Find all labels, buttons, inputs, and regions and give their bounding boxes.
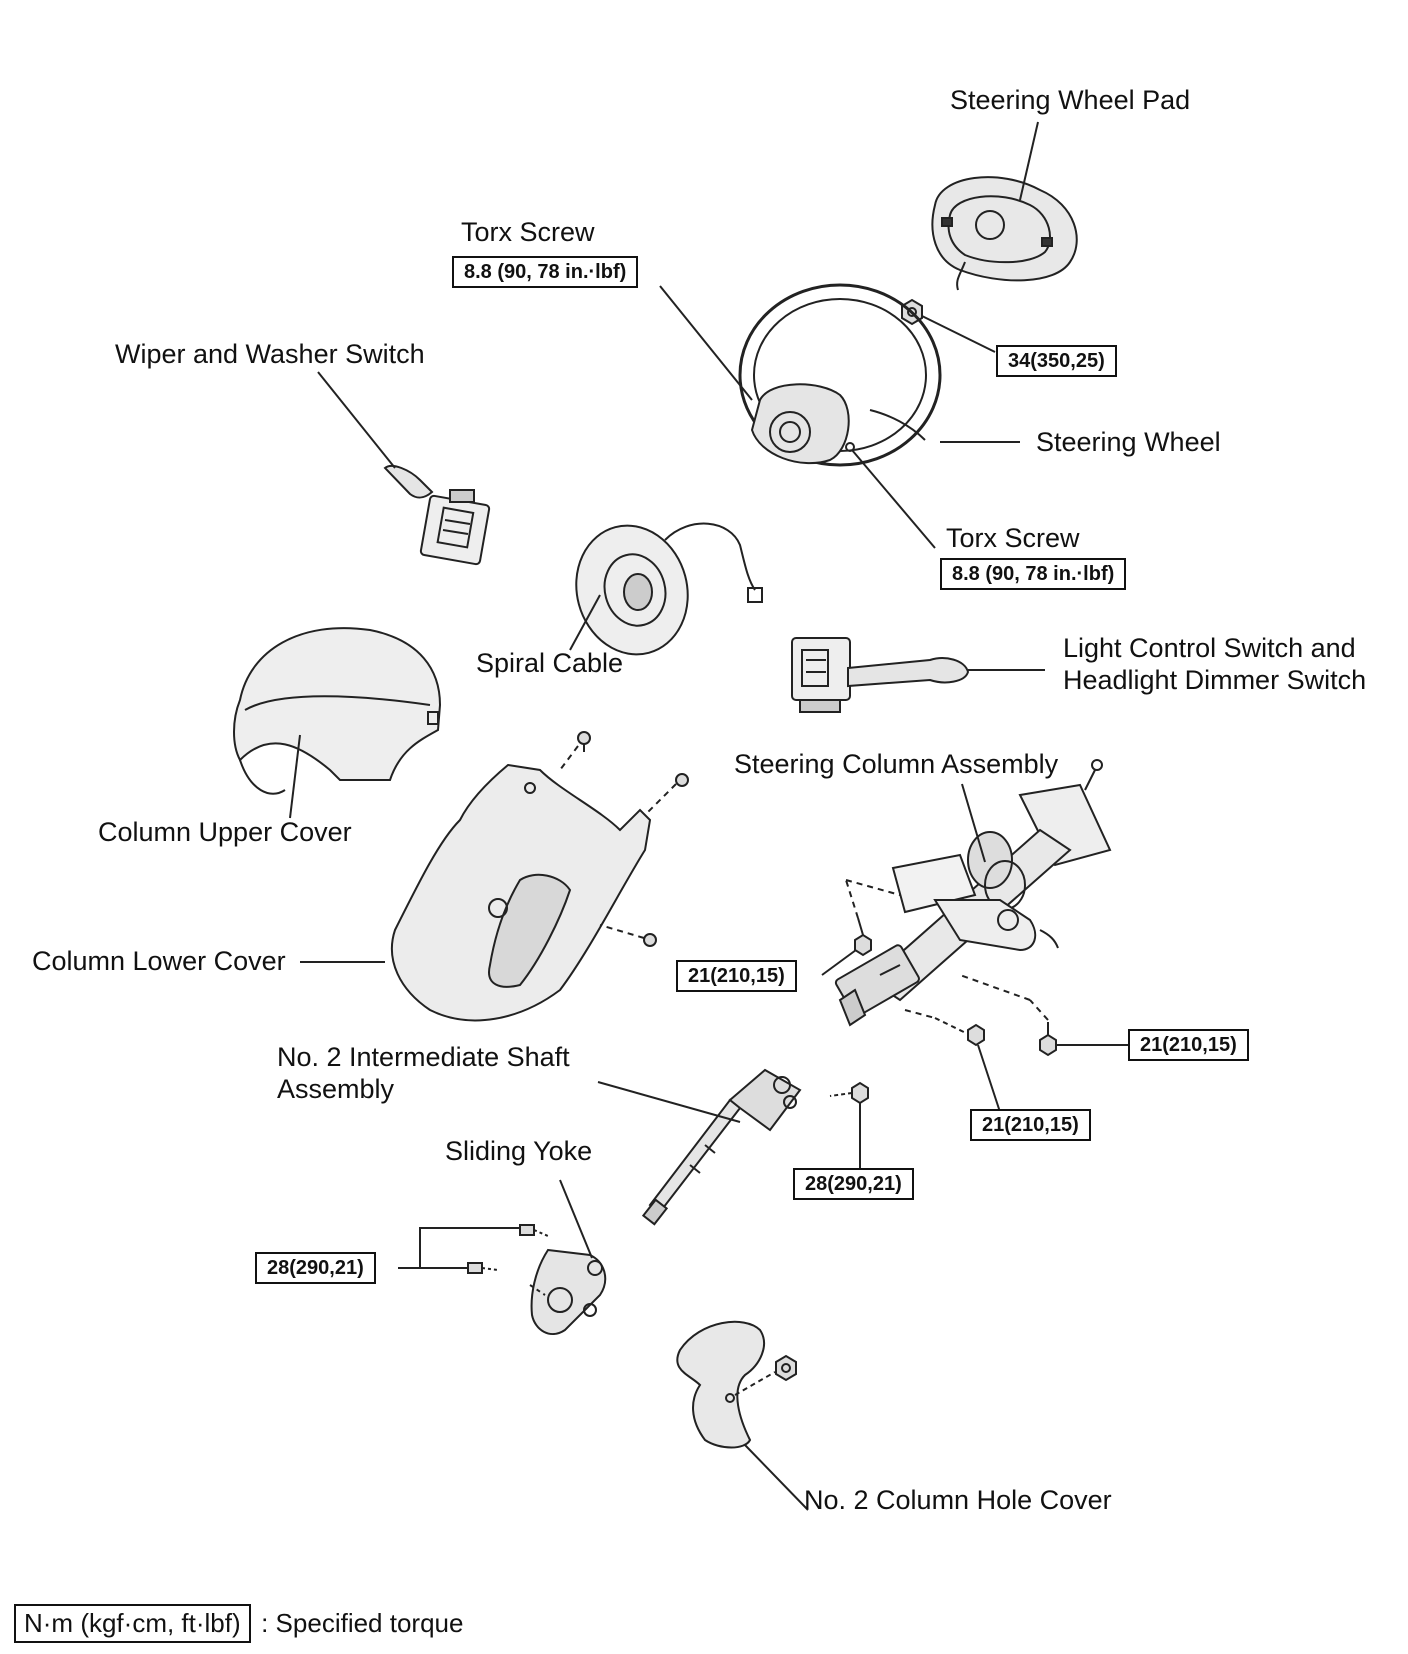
torque-yoke-bolts: 28(290,21) xyxy=(255,1252,376,1284)
torque-column-left: 21(210,15) xyxy=(676,960,797,992)
leader-torx-lower xyxy=(851,449,936,549)
column-hole-cover-part xyxy=(676,1320,776,1449)
torque-column-bottom: 21(210,15) xyxy=(970,1109,1091,1141)
torque-shaft-bolt: 28(290,21) xyxy=(793,1168,914,1200)
label-sliding-yoke: Sliding Yoke xyxy=(445,1136,593,1166)
steering-wheel-pad-part xyxy=(931,176,1078,291)
leader-yoke-bolts xyxy=(398,1227,520,1269)
spiral-cable-part xyxy=(575,522,763,656)
hole-cover-nut xyxy=(775,1354,797,1382)
shaft-bolt xyxy=(829,1081,869,1105)
leader-column-assembly xyxy=(961,783,986,863)
leader-wheel-nut xyxy=(921,315,996,353)
light-control-switch-part xyxy=(791,637,970,713)
label-intermediate-shaft-2: Assembly xyxy=(277,1074,395,1104)
label-column-lower-cover: Column Lower Cover xyxy=(32,946,286,976)
torque-legend: N·m (kgf·cm, ft·lbf) : Specified torque xyxy=(14,1604,463,1643)
leader-steering-wheel-pad xyxy=(1019,121,1039,201)
label-light-control-switch-1: Light Control Switch and xyxy=(1063,633,1356,663)
label-intermediate-shaft-1: No. 2 Intermediate Shaft xyxy=(277,1042,570,1072)
label-column-upper-cover: Column Upper Cover xyxy=(98,817,352,847)
column-lower-cover-part xyxy=(390,763,652,1022)
label-spiral-cable: Spiral Cable xyxy=(476,648,624,678)
torque-wheel-nut: 34(350,25) xyxy=(996,345,1117,377)
leader-intermediate-shaft xyxy=(597,1081,741,1123)
label-torx-screw-lower: Torx Screw xyxy=(946,523,1080,553)
label-column-hole-cover: No. 2 Column Hole Cover xyxy=(804,1485,1112,1515)
wiper-washer-switch-part xyxy=(383,464,491,566)
legend-text: : Specified torque xyxy=(261,1608,464,1638)
column-upper-cover-part xyxy=(233,627,442,795)
steering-column-assembly-part xyxy=(834,759,1112,1027)
label-steering-wheel-pad: Steering Wheel Pad xyxy=(950,85,1191,115)
leader-upper-cover xyxy=(289,734,301,819)
lower-cover-screws xyxy=(559,731,689,947)
label-wiper-washer-switch: Wiper and Washer Switch xyxy=(115,339,425,369)
label-steering-wheel: Steering Wheel xyxy=(1036,427,1221,457)
torque-column-right: 21(210,15) xyxy=(1128,1029,1249,1061)
torque-torx-top: 8.8 (90, 78 in.·lbf) xyxy=(452,256,639,288)
label-torx-screw-top: Torx Screw xyxy=(461,217,595,247)
sliding-yoke-part xyxy=(530,1248,607,1335)
label-light-control-switch-2: Headlight Dimmer Switch xyxy=(1063,665,1367,695)
label-steering-column-assembly: Steering Column Assembly xyxy=(734,749,1059,779)
leader-torx-top xyxy=(659,285,753,401)
leader-column-left xyxy=(821,949,857,976)
torque-torx-lower: 8.8 (90, 78 in.·lbf) xyxy=(940,558,1127,590)
leader-sliding-yoke xyxy=(559,1179,593,1259)
leader-spiral-cable xyxy=(569,594,601,651)
leader-wiper-switch xyxy=(317,371,396,469)
leader-column-hole-cover xyxy=(744,1444,809,1511)
intermediate-shaft-part xyxy=(641,1068,802,1226)
leader-column-bottom xyxy=(977,1044,1001,1113)
legend-unit-box: N·m (kgf·cm, ft·lbf) xyxy=(14,1604,251,1643)
steering-wheel-part xyxy=(738,283,942,467)
